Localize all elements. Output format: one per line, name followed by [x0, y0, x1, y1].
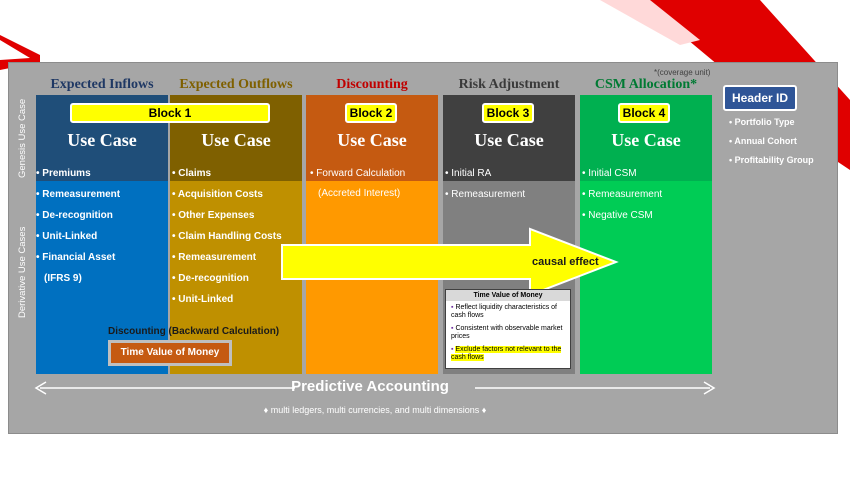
- heading-csm-allocation: CSM Allocation*: [580, 77, 712, 95]
- outflows-item: • Claims: [172, 168, 212, 179]
- heading-expected-outflows: Expected Outflows: [179, 77, 293, 92]
- block-3-tag: Block 3: [482, 103, 534, 123]
- tvm-box-title: Time Value of Money: [446, 290, 570, 301]
- time-value-of-money-box: Time Value of Money ▪ Reflect liquidity …: [445, 289, 571, 369]
- coverage-note: *(coverage unit): [654, 68, 711, 77]
- outflows-item: • Other Expenses: [172, 210, 255, 221]
- causal-effect-arrow: [281, 227, 619, 297]
- tvm-item: ▪ Reflect liquidity characteristics of c…: [451, 304, 557, 319]
- tvm-item: ▪ Consistent with observable market pric…: [451, 325, 563, 340]
- predictive-accounting-arrow: [34, 381, 716, 395]
- risk-item: • Remeasurement: [445, 189, 526, 200]
- discounting-use-case: Use Case: [337, 130, 407, 150]
- header-id-item: • Portfolio Type: [729, 117, 795, 127]
- inflows-use-case: Use Case: [67, 130, 137, 150]
- swoosh-right-light: [600, 0, 700, 45]
- inflows-item: • Unit-Linked: [36, 231, 98, 242]
- header-id-item: • Profitability Group: [729, 155, 814, 165]
- inflows-item: • De-recognition: [36, 210, 113, 221]
- csm-derivative-block: [580, 181, 712, 374]
- inflows-item-note: (IFRS 9): [44, 273, 82, 284]
- block-1-tag: Block 1: [70, 103, 270, 123]
- header-id-item: • Annual Cohort: [729, 136, 797, 146]
- outflows-item: • De-recognition: [172, 273, 249, 284]
- swoosh-left-light: [0, 40, 30, 60]
- discounting-item: • Forward Calculation: [310, 168, 406, 179]
- risk-item: • Initial RA: [445, 168, 492, 179]
- outflows-item: • Remeasurement: [172, 252, 257, 263]
- outflows-item: • Acquisition Costs: [172, 189, 263, 200]
- csm-item: • Remeasurement: [582, 189, 663, 200]
- discounting-item-note: (Accreted Interest): [318, 188, 401, 199]
- inflows-item: • Remeasurement: [36, 189, 121, 200]
- csm-item: • Negative CSM: [582, 210, 653, 221]
- predictive-accounting-label: Predictive Accounting: [291, 378, 449, 395]
- causal-effect-label: causal effect: [532, 256, 599, 268]
- backward-calculation-label: Discounting (Backward Calculation): [108, 326, 280, 337]
- footer-note: ♦ multi ledgers, multi currencies, and m…: [263, 405, 487, 415]
- inflows-item: • Premiums: [36, 168, 91, 179]
- outflows-item: • Claim Handling Costs: [172, 231, 282, 242]
- block-4-tag: Block 4: [618, 103, 670, 123]
- inflows-item: • Financial Asset: [36, 252, 116, 263]
- csm-heading-text: CSM Allocation: [594, 77, 691, 92]
- block-2-tag: Block 2: [345, 103, 397, 123]
- csm-item: • Initial CSM: [582, 168, 637, 179]
- genesis-label: Genesis Use Case: [17, 98, 28, 178]
- csm-use-case: Use Case: [611, 130, 681, 150]
- time-value-of-money-button[interactable]: Time Value of Money: [108, 340, 232, 366]
- risk-use-case: Use Case: [474, 130, 544, 150]
- derivative-label: Derivative Use Cases: [17, 226, 28, 318]
- header-id-button[interactable]: Header ID: [723, 85, 797, 111]
- heading-expected-inflows: Expected Inflows: [50, 77, 154, 92]
- heading-risk-adjustment: Risk Adjustment: [458, 77, 560, 92]
- outflows-item: • Unit-Linked: [172, 294, 234, 305]
- csm-heading-asterisk: *: [690, 77, 698, 92]
- tvm-item-highlighted: ▪ Exclude factors not relevant to the ca…: [451, 346, 562, 361]
- heading-discounting: Discounting: [336, 77, 408, 92]
- outflows-use-case: Use Case: [201, 130, 271, 150]
